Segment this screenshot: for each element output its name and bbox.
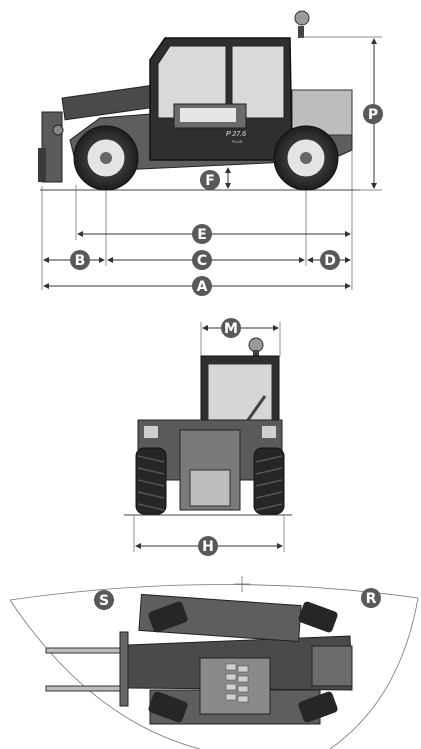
beacon-icon-front [248, 337, 264, 358]
label-badge-m: M [221, 318, 241, 338]
label-badge-f: F [200, 170, 220, 190]
svg-text:E: E [197, 227, 207, 243]
svg-text:A: A [197, 279, 208, 295]
cab: P 27.6 PLUS [149, 37, 293, 161]
label-badge-h: H [198, 536, 218, 556]
boom-front [38, 84, 155, 183]
forks [45, 631, 129, 707]
turning-arc-outer [9, 584, 419, 601]
svg-text:M: M [224, 321, 238, 337]
model-name: P 27.6 [226, 131, 246, 138]
svg-text:S: S [99, 593, 109, 609]
svg-text:R: R [366, 591, 377, 607]
label-badge-b: B [70, 250, 90, 270]
model-sub: PLUS [232, 139, 243, 144]
label-badge-r: R [361, 588, 381, 608]
side-view: P 27.6 PLUS [38, 10, 383, 296]
top-wheels [148, 601, 338, 723]
svg-text:D: D [324, 253, 336, 269]
label-badge-e: E [192, 224, 212, 244]
front-view: M [124, 318, 292, 556]
front-left-wheel [135, 447, 167, 515]
label-badge-d: D [320, 250, 340, 270]
front-right-wheel [253, 447, 285, 515]
svg-text:B: B [75, 253, 86, 269]
rear-wheel [273, 125, 339, 191]
svg-text:F: F [205, 173, 215, 189]
label-badge-s: S [94, 590, 114, 610]
beacon-icon [294, 10, 310, 38]
svg-text:C: C [197, 253, 207, 269]
extension-lines [41, 36, 382, 290]
front-wheel [73, 125, 139, 191]
label-badge-a: A [192, 276, 212, 296]
label-badge-p: P [363, 104, 383, 124]
label-badge-c: C [192, 250, 212, 270]
svg-text:H: H [202, 539, 214, 555]
svg-text:P: P [368, 107, 378, 123]
top-view: S R [9, 576, 419, 749]
